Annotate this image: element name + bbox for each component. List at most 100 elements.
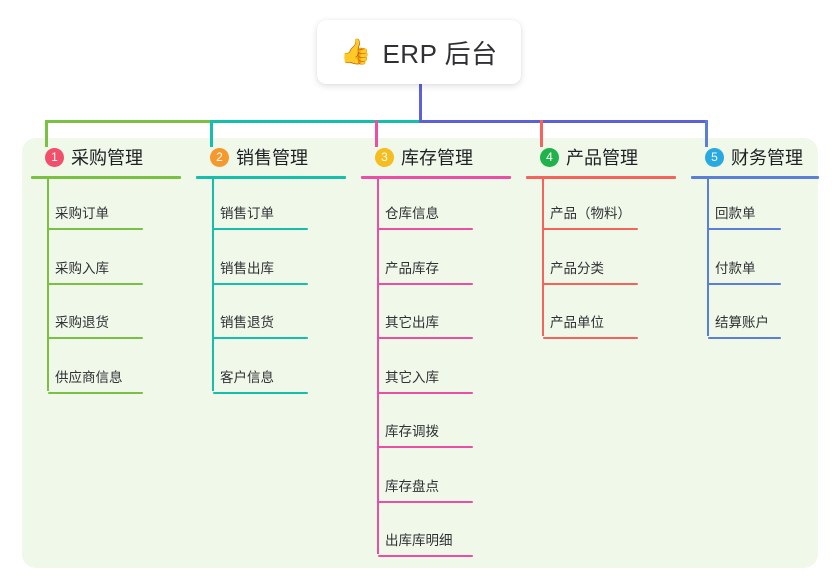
branch-item[interactable]: 付款单 bbox=[691, 257, 819, 285]
branch-item-label: 产品单位 bbox=[550, 315, 604, 330]
connector-drop-4 bbox=[540, 120, 543, 147]
branch-number-badge: 4 bbox=[540, 147, 559, 167]
branch-item-underline bbox=[213, 391, 308, 394]
branch-item-label: 产品库存 bbox=[385, 260, 439, 276]
branch-item-underline bbox=[48, 337, 143, 339]
root-node-title: ERP 后台 bbox=[382, 38, 498, 69]
branch-spine bbox=[707, 179, 709, 336]
branch-spine bbox=[377, 179, 379, 554]
branch-item[interactable]: 仓库信息 bbox=[361, 202, 511, 230]
branch-title: 库存管理 bbox=[401, 148, 473, 168]
branch-item[interactable]: 回款单 bbox=[691, 202, 819, 230]
branch-item-label: 回款单 bbox=[715, 206, 756, 221]
branch-item-label: 供应商信息 bbox=[55, 369, 123, 385]
branches-panel bbox=[22, 138, 818, 568]
branch-item-label: 库存调拨 bbox=[385, 424, 439, 439]
branch-underline bbox=[526, 176, 676, 179]
branch-item-underline bbox=[543, 282, 638, 285]
connector-root-stem bbox=[419, 84, 422, 123]
branch-item-underline bbox=[708, 337, 781, 339]
branch-item-underline bbox=[48, 228, 143, 230]
branch-item[interactable]: 采购订单 bbox=[31, 202, 181, 230]
branch-item-underline bbox=[378, 446, 473, 448]
branch-item[interactable]: 结算账户 bbox=[691, 311, 819, 339]
branch-number-badge: 5 bbox=[705, 147, 724, 167]
branch-item[interactable]: 采购退货 bbox=[31, 311, 181, 339]
branch-item-label: 客户信息 bbox=[220, 369, 274, 385]
branch-item-label: 其它入库 bbox=[385, 369, 439, 385]
branch-item-underline bbox=[378, 228, 473, 230]
branch-item-label: 销售订单 bbox=[220, 206, 274, 221]
root-node-content: 👍 ERP 后台 bbox=[340, 34, 497, 71]
branch-item-underline bbox=[213, 337, 308, 339]
branch-item-underline bbox=[378, 555, 473, 557]
branch-underline bbox=[361, 176, 511, 179]
thumbs-up-icon: 👍 bbox=[340, 37, 372, 66]
branch-number-badge: 1 bbox=[45, 147, 64, 167]
branch-item-underline bbox=[378, 337, 473, 339]
branch-header-3[interactable]: 3 库存管理 bbox=[361, 144, 511, 170]
branch-item-label: 采购入库 bbox=[55, 260, 109, 276]
branch-column-1: 1 采购管理采购订单采购入库采购退货供应商信息 bbox=[31, 144, 181, 394]
branch-item-underline bbox=[48, 282, 143, 285]
branch-item[interactable]: 销售退货 bbox=[196, 311, 346, 339]
branch-item[interactable]: 出库库明细 bbox=[361, 529, 511, 557]
branch-item[interactable]: 供应商信息 bbox=[31, 366, 181, 394]
branch-underline bbox=[691, 176, 819, 179]
branch-number-badge: 3 bbox=[375, 147, 394, 167]
branch-column-2: 2 销售管理销售订单销售出库销售退货客户信息 bbox=[196, 144, 346, 394]
branch-item-label: 出库库明细 bbox=[385, 533, 453, 548]
branch-header-2[interactable]: 2 销售管理 bbox=[196, 144, 346, 170]
connector-drop-3 bbox=[375, 120, 378, 147]
branch-item-underline bbox=[213, 282, 308, 285]
branch-item-label: 销售退货 bbox=[220, 315, 274, 330]
branch-item[interactable]: 其它入库 bbox=[361, 366, 511, 394]
branch-item-underline bbox=[48, 391, 143, 394]
branch-item-label: 付款单 bbox=[715, 260, 756, 276]
branch-item[interactable]: 库存盘点 bbox=[361, 475, 511, 503]
branch-item[interactable]: 产品库存 bbox=[361, 257, 511, 285]
branch-underline bbox=[196, 176, 346, 179]
branch-column-3: 3 库存管理仓库信息产品库存其它出库其它入库库存调拨库存盘点出库库明细 bbox=[361, 144, 511, 557]
branch-item-label: 库存盘点 bbox=[385, 478, 439, 494]
branch-item[interactable]: 销售订单 bbox=[196, 202, 346, 230]
branch-item-label: 其它出库 bbox=[385, 315, 439, 330]
branch-item-label: 仓库信息 bbox=[385, 206, 439, 221]
branch-item-underline bbox=[543, 228, 638, 230]
branch-item-underline bbox=[378, 500, 473, 503]
branch-item[interactable]: 其它出库 bbox=[361, 311, 511, 339]
branch-title: 财务管理 bbox=[731, 148, 803, 168]
branch-number-badge: 2 bbox=[210, 147, 229, 167]
branch-item-label: 采购退货 bbox=[55, 315, 109, 330]
connector-bus-segment-1 bbox=[45, 120, 212, 123]
branch-column-5: 5 财务管理回款单付款单结算账户 bbox=[691, 144, 819, 339]
connector-drop-2 bbox=[210, 120, 213, 147]
branch-item[interactable]: 产品分类 bbox=[526, 257, 676, 285]
branch-item[interactable]: 客户信息 bbox=[196, 366, 346, 394]
branch-item-underline bbox=[708, 282, 781, 285]
connector-drop-1 bbox=[45, 120, 48, 147]
branch-spine bbox=[47, 179, 49, 391]
branch-item[interactable]: 产品（物料） bbox=[526, 202, 676, 230]
branch-header-5[interactable]: 5 财务管理 bbox=[691, 144, 819, 170]
branch-item-underline bbox=[543, 337, 638, 339]
branch-item[interactable]: 库存调拨 bbox=[361, 420, 511, 448]
branch-item-underline bbox=[378, 391, 473, 394]
branch-title: 采购管理 bbox=[71, 148, 143, 168]
branch-item-label: 采购订单 bbox=[55, 206, 109, 221]
branch-spine bbox=[542, 179, 544, 336]
root-node[interactable]: 👍 ERP 后台 bbox=[317, 20, 521, 84]
branch-title: 销售管理 bbox=[236, 148, 308, 168]
branch-item[interactable]: 采购入库 bbox=[31, 257, 181, 285]
branch-item-underline bbox=[378, 282, 473, 285]
branch-item[interactable]: 销售出库 bbox=[196, 257, 346, 285]
connector-bus-segment-3 bbox=[419, 120, 708, 123]
branch-header-1[interactable]: 1 采购管理 bbox=[31, 144, 181, 170]
branch-item[interactable]: 产品单位 bbox=[526, 311, 676, 339]
branch-item-label: 产品（物料） bbox=[550, 206, 631, 221]
branch-item-underline bbox=[213, 228, 308, 230]
branch-item-label: 销售出库 bbox=[220, 260, 274, 276]
